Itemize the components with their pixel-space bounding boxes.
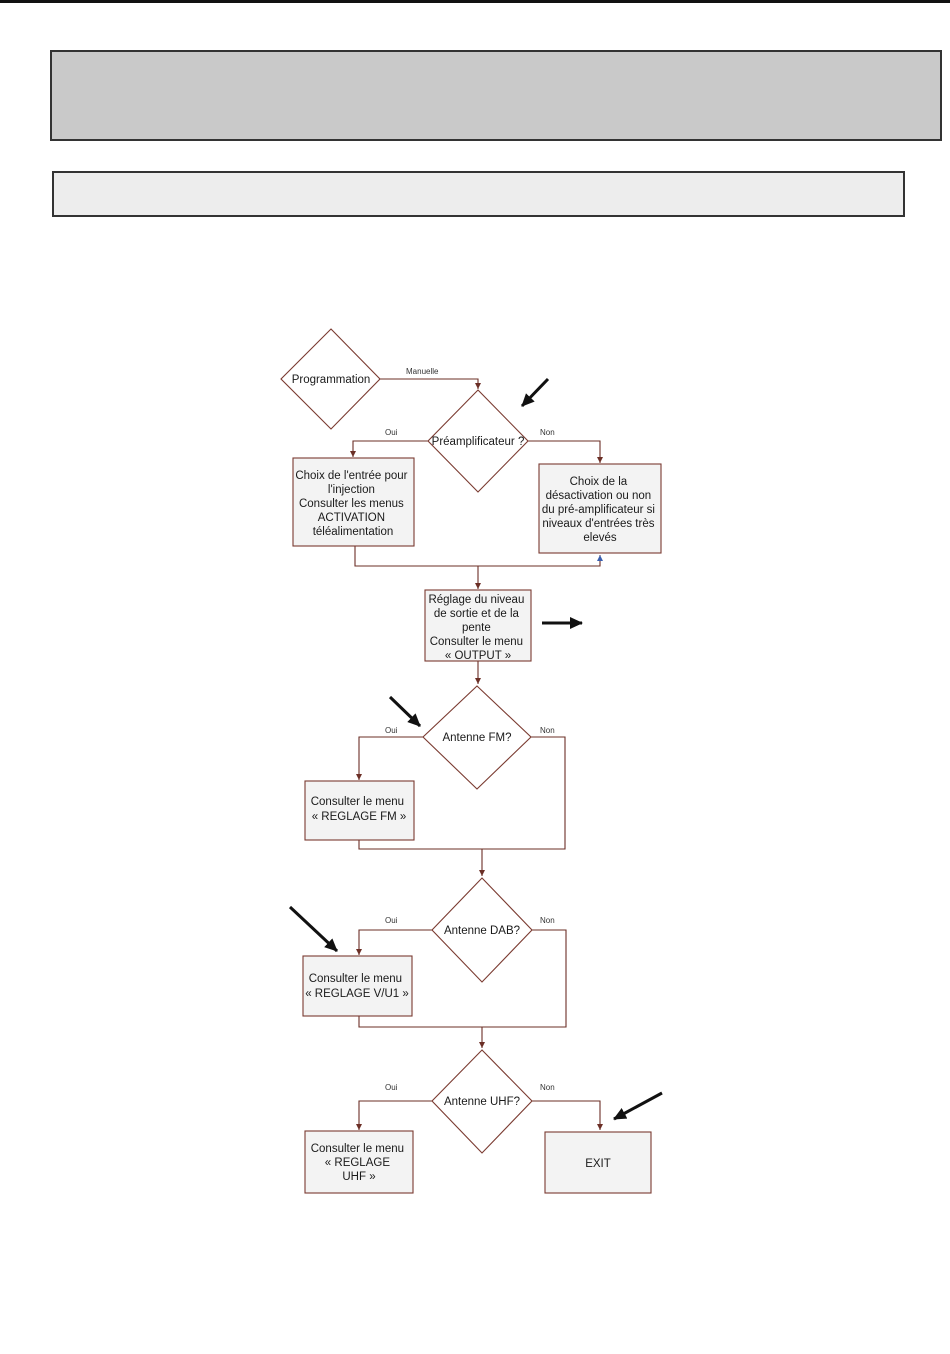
decision-antenne-dab: Antenne DAB? — [431, 877, 533, 983]
box-text: Consulter le menu « REGLAGE UHF » — [311, 1143, 408, 1183]
pointer-arrows — [288, 377, 663, 1121]
connector-dab-non — [358, 929, 567, 1028]
connector-preamp-oui — [350, 440, 428, 457]
connectors — [350, 378, 603, 1130]
box-reglage-sortie: Réglage du niveau de sortie et de la pen… — [424, 589, 532, 662]
box-text: Réglage du niveau de sortie et de la pen… — [428, 594, 527, 662]
box-text: Consulter le menu « REGLAGE V/U1 » — [305, 973, 409, 1000]
box-text: EXIT — [585, 1158, 611, 1170]
edge-label-non: Non — [540, 428, 555, 437]
header-banner — [50, 50, 942, 141]
edge-label-oui: Oui — [385, 726, 398, 735]
box-text: Consulter le menu « REGLAGE FM » — [311, 796, 408, 823]
decision-label: Antenne FM? — [442, 732, 511, 744]
connector-uhf-oui — [356, 1100, 432, 1130]
decision-label: Antenne DAB? — [444, 925, 520, 937]
edge-label-oui: Oui — [385, 916, 398, 925]
edge-label-oui: Oui — [385, 1083, 398, 1092]
box-text: Choix de la désactivation ou non du pré-… — [542, 476, 658, 544]
box-reglage-fm: Consulter le menu « REGLAGE FM » — [304, 780, 415, 841]
edge-label-non: Non — [540, 916, 555, 925]
edge-label-manuelle: Manuelle — [406, 367, 439, 376]
decision-label: Préamplificateur ? — [432, 436, 525, 448]
decision-label: Programmation — [292, 374, 371, 386]
edge-label-non: Non — [540, 1083, 555, 1092]
top-rule — [0, 0, 950, 3]
connector-fm-oui — [356, 736, 423, 780]
connector-programmation-to-preamp — [380, 378, 481, 389]
box-choix-desactivation: Choix de la désactivation ou non du pré-… — [538, 463, 662, 554]
box-reglage-vu1: Consulter le menu « REGLAGE V/U1 » — [302, 955, 413, 1017]
decision-programmation: Programmation — [280, 328, 381, 430]
pointer-arrow — [613, 1091, 663, 1121]
decision-antenne-uhf: Antenne UHF? — [431, 1049, 533, 1154]
pointer-arrow — [288, 905, 339, 953]
decision-label: Antenne UHF? — [444, 1096, 520, 1108]
connector-dab-oui — [356, 929, 432, 955]
box-text: Choix de l'entrée pour l'injection Consu… — [295, 470, 410, 538]
box-choix-entree: Choix de l'entrée pour l'injection Consu… — [292, 457, 415, 547]
box-exit: EXIT — [544, 1131, 652, 1194]
edge-label-non: Non — [540, 726, 555, 735]
section-banner — [52, 171, 905, 217]
connector-uhf-non — [532, 1100, 603, 1130]
decision-antenne-fm: Antenne FM? — [422, 685, 532, 790]
box-reglage-uhf: Consulter le menu « REGLAGE UHF » — [304, 1130, 414, 1194]
pointer-arrow — [388, 695, 422, 728]
pointer-arrow — [520, 377, 550, 408]
edge-label-oui: Oui — [385, 428, 398, 437]
decision-preamplificateur: Préamplificateur ? — [427, 389, 529, 493]
connector-preamp-non — [528, 440, 603, 463]
